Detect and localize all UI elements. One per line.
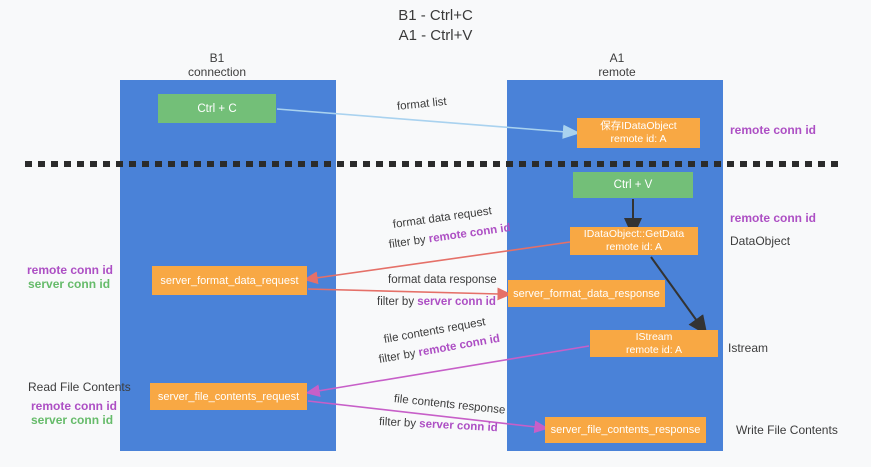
left-label-remote-conn-id-2: remote conn id [31, 399, 118, 413]
left-label-server-conn-id-1: server conn id [28, 277, 111, 291]
node-istream-line1: IStream [635, 330, 673, 343]
left-label-read-file-contents: Read File Contents [28, 380, 131, 394]
server-conn-id-key: server conn id [417, 296, 496, 308]
edge-label-format-data-response-filter: filter by server conn id [377, 296, 496, 308]
right-label-istream: Istream [728, 341, 769, 355]
arrow-getdata-to-istream [650, 256, 708, 336]
left-column-role: connection [187, 65, 247, 79]
node-idataobject-getdata-line1: IDataObject::GetData [583, 228, 685, 240]
left-column-header: B1 connection [157, 51, 277, 79]
right-label-remote-conn-id-2: remote conn id [730, 211, 817, 225]
arrow-format-data-request [303, 241, 571, 285]
arrow-format-list [276, 108, 581, 139]
node-save-idataobject-line2: remote id: A [610, 133, 667, 145]
node-server-file-contents-response-label: server_file_contents_response [550, 424, 701, 436]
arrow-file-contents-response [307, 400, 549, 434]
node-server-format-data-request-label: server_format_data_request [160, 274, 299, 287]
title-line-1: B1 - Ctrl+C [398, 7, 473, 24]
left-label-server-conn-id-2: server conn id [31, 413, 114, 427]
diagram-title: B1 - Ctrl+C A1 - Ctrl+V [0, 6, 871, 46]
node-server-file-contents-response: server_file_contents_response [545, 417, 706, 443]
node-istream: IStream remote id: A [590, 330, 718, 357]
right-column-name: A1 [609, 51, 625, 65]
arrow-format-data-response [307, 287, 512, 301]
edge-label-format-data-response: format data response [388, 274, 497, 286]
right-label-dataobject: DataObject [730, 234, 791, 248]
node-server-file-contents-request-label: server_file_contents_request [157, 390, 300, 403]
node-idataobject-getdata-line2: remote id: A [605, 241, 663, 253]
right-column-role: remote [598, 65, 636, 79]
node-ctrl-v: Ctrl + V [573, 172, 693, 198]
node-server-file-contents-request: server_file_contents_request [150, 383, 307, 410]
node-save-idataobject-line1: 保存IDataObject [600, 120, 677, 132]
arrow-file-contents-request [305, 345, 590, 398]
filter-by-text: filter by [377, 296, 418, 308]
node-save-idataobject: 保存IDataObject remote id: A [577, 118, 700, 148]
node-server-format-data-response-label: server_format_data_response [513, 287, 660, 300]
node-idataobject-getdata: IDataObject::GetData remote id: A [570, 227, 698, 255]
node-ctrl-c: Ctrl + C [158, 94, 276, 123]
node-server-format-data-request: server_format_data_request [152, 266, 307, 295]
node-ctrl-v-label: Ctrl + V [613, 179, 653, 191]
right-label-write-file-contents: Write File Contents [736, 423, 838, 437]
node-istream-line2: remote id: A [625, 343, 683, 356]
left-column-name: B1 [209, 51, 225, 65]
left-label-remote-conn-id-1: remote conn id [27, 263, 114, 277]
node-server-format-data-response: server_format_data_response [508, 280, 665, 307]
title-line-2: A1 - Ctrl+V [398, 27, 473, 44]
right-label-remote-conn-id-1: remote conn id [730, 123, 817, 137]
node-ctrl-c-label: Ctrl + C [197, 102, 237, 115]
filter-by-text: filter by [378, 416, 420, 431]
right-column-header: A1 remote [557, 51, 677, 79]
